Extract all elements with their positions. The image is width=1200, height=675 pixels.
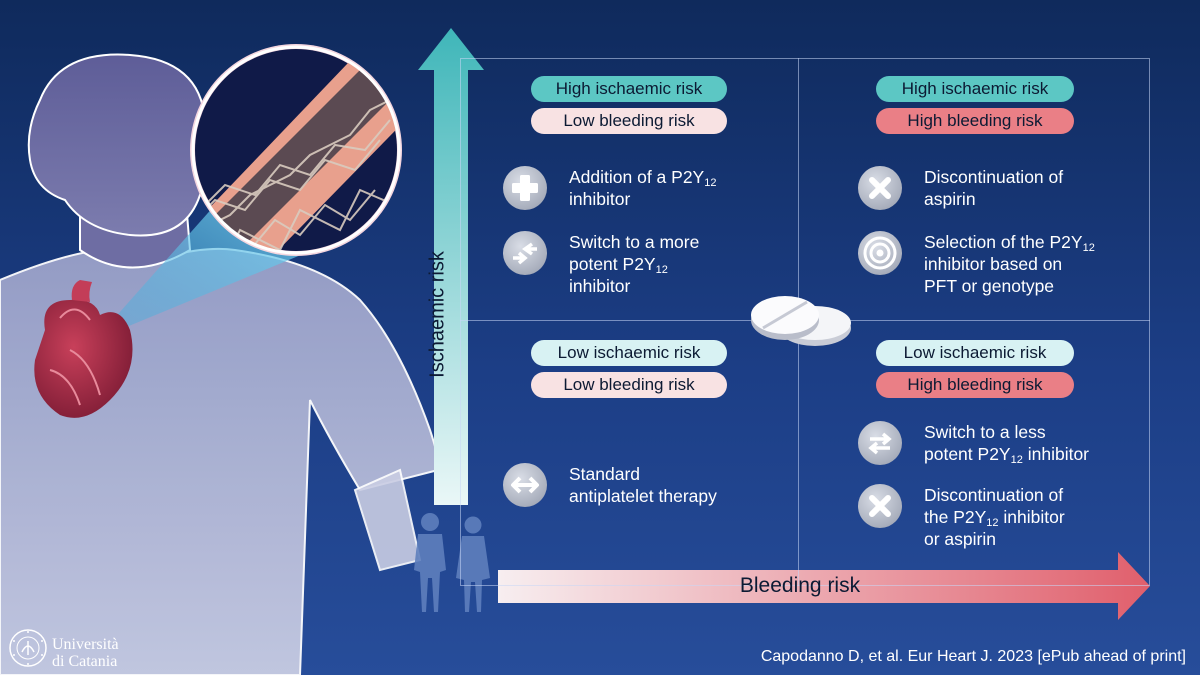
- br-ischaemic-pill: Low ischaemic risk: [876, 340, 1074, 366]
- target-icon: [858, 231, 902, 275]
- switch-arrows-icon: [858, 421, 902, 465]
- double-arrow-icon: [503, 463, 547, 507]
- quadrant-grid: [460, 58, 1150, 586]
- plus-icon: [503, 166, 547, 210]
- tr-bleeding-pill: High bleeding risk: [876, 108, 1074, 134]
- university-seal-logo: [9, 629, 47, 667]
- cross-icon: [858, 484, 902, 528]
- tl-item-addition-text: Addition of a P2Y12 inhibitor: [569, 167, 717, 209]
- br-bleeding-pill: High bleeding risk: [876, 372, 1074, 398]
- logo-line2: di Catania: [52, 653, 118, 670]
- tablet-pills-icon: [751, 296, 851, 346]
- people-silhouette-icon: [414, 513, 490, 612]
- heart: [34, 280, 133, 418]
- arm: [353, 468, 422, 572]
- switch-arrows-icon: [503, 231, 547, 275]
- y-axis-label: Ischaemic risk: [426, 251, 449, 378]
- cross-icon: [858, 166, 902, 210]
- bl-ischaemic-pill: Low ischaemic risk: [531, 340, 727, 366]
- tl-bleeding-pill: Low bleeding risk: [531, 108, 727, 134]
- logo-line1: Università: [52, 636, 119, 653]
- bl-bleeding-pill: Low bleeding risk: [531, 372, 727, 398]
- university-name: Università di Catania: [52, 636, 119, 670]
- citation: Capodanno D, et al. Eur Heart J. 2023 [e…: [760, 648, 1186, 665]
- tr-ischaemic-pill: High ischaemic risk: [876, 76, 1074, 102]
- x-axis-arrow: [498, 552, 1150, 620]
- y-axis-arrow: [418, 28, 484, 505]
- tl-ischaemic-pill: High ischaemic risk: [531, 76, 727, 102]
- x-axis-label: Bleeding risk: [739, 574, 861, 597]
- patient-illustration: [0, 44, 440, 675]
- tl-item-addition: Addition of a P2Y12 inhibitor: [503, 166, 793, 210]
- head: [27, 53, 209, 237]
